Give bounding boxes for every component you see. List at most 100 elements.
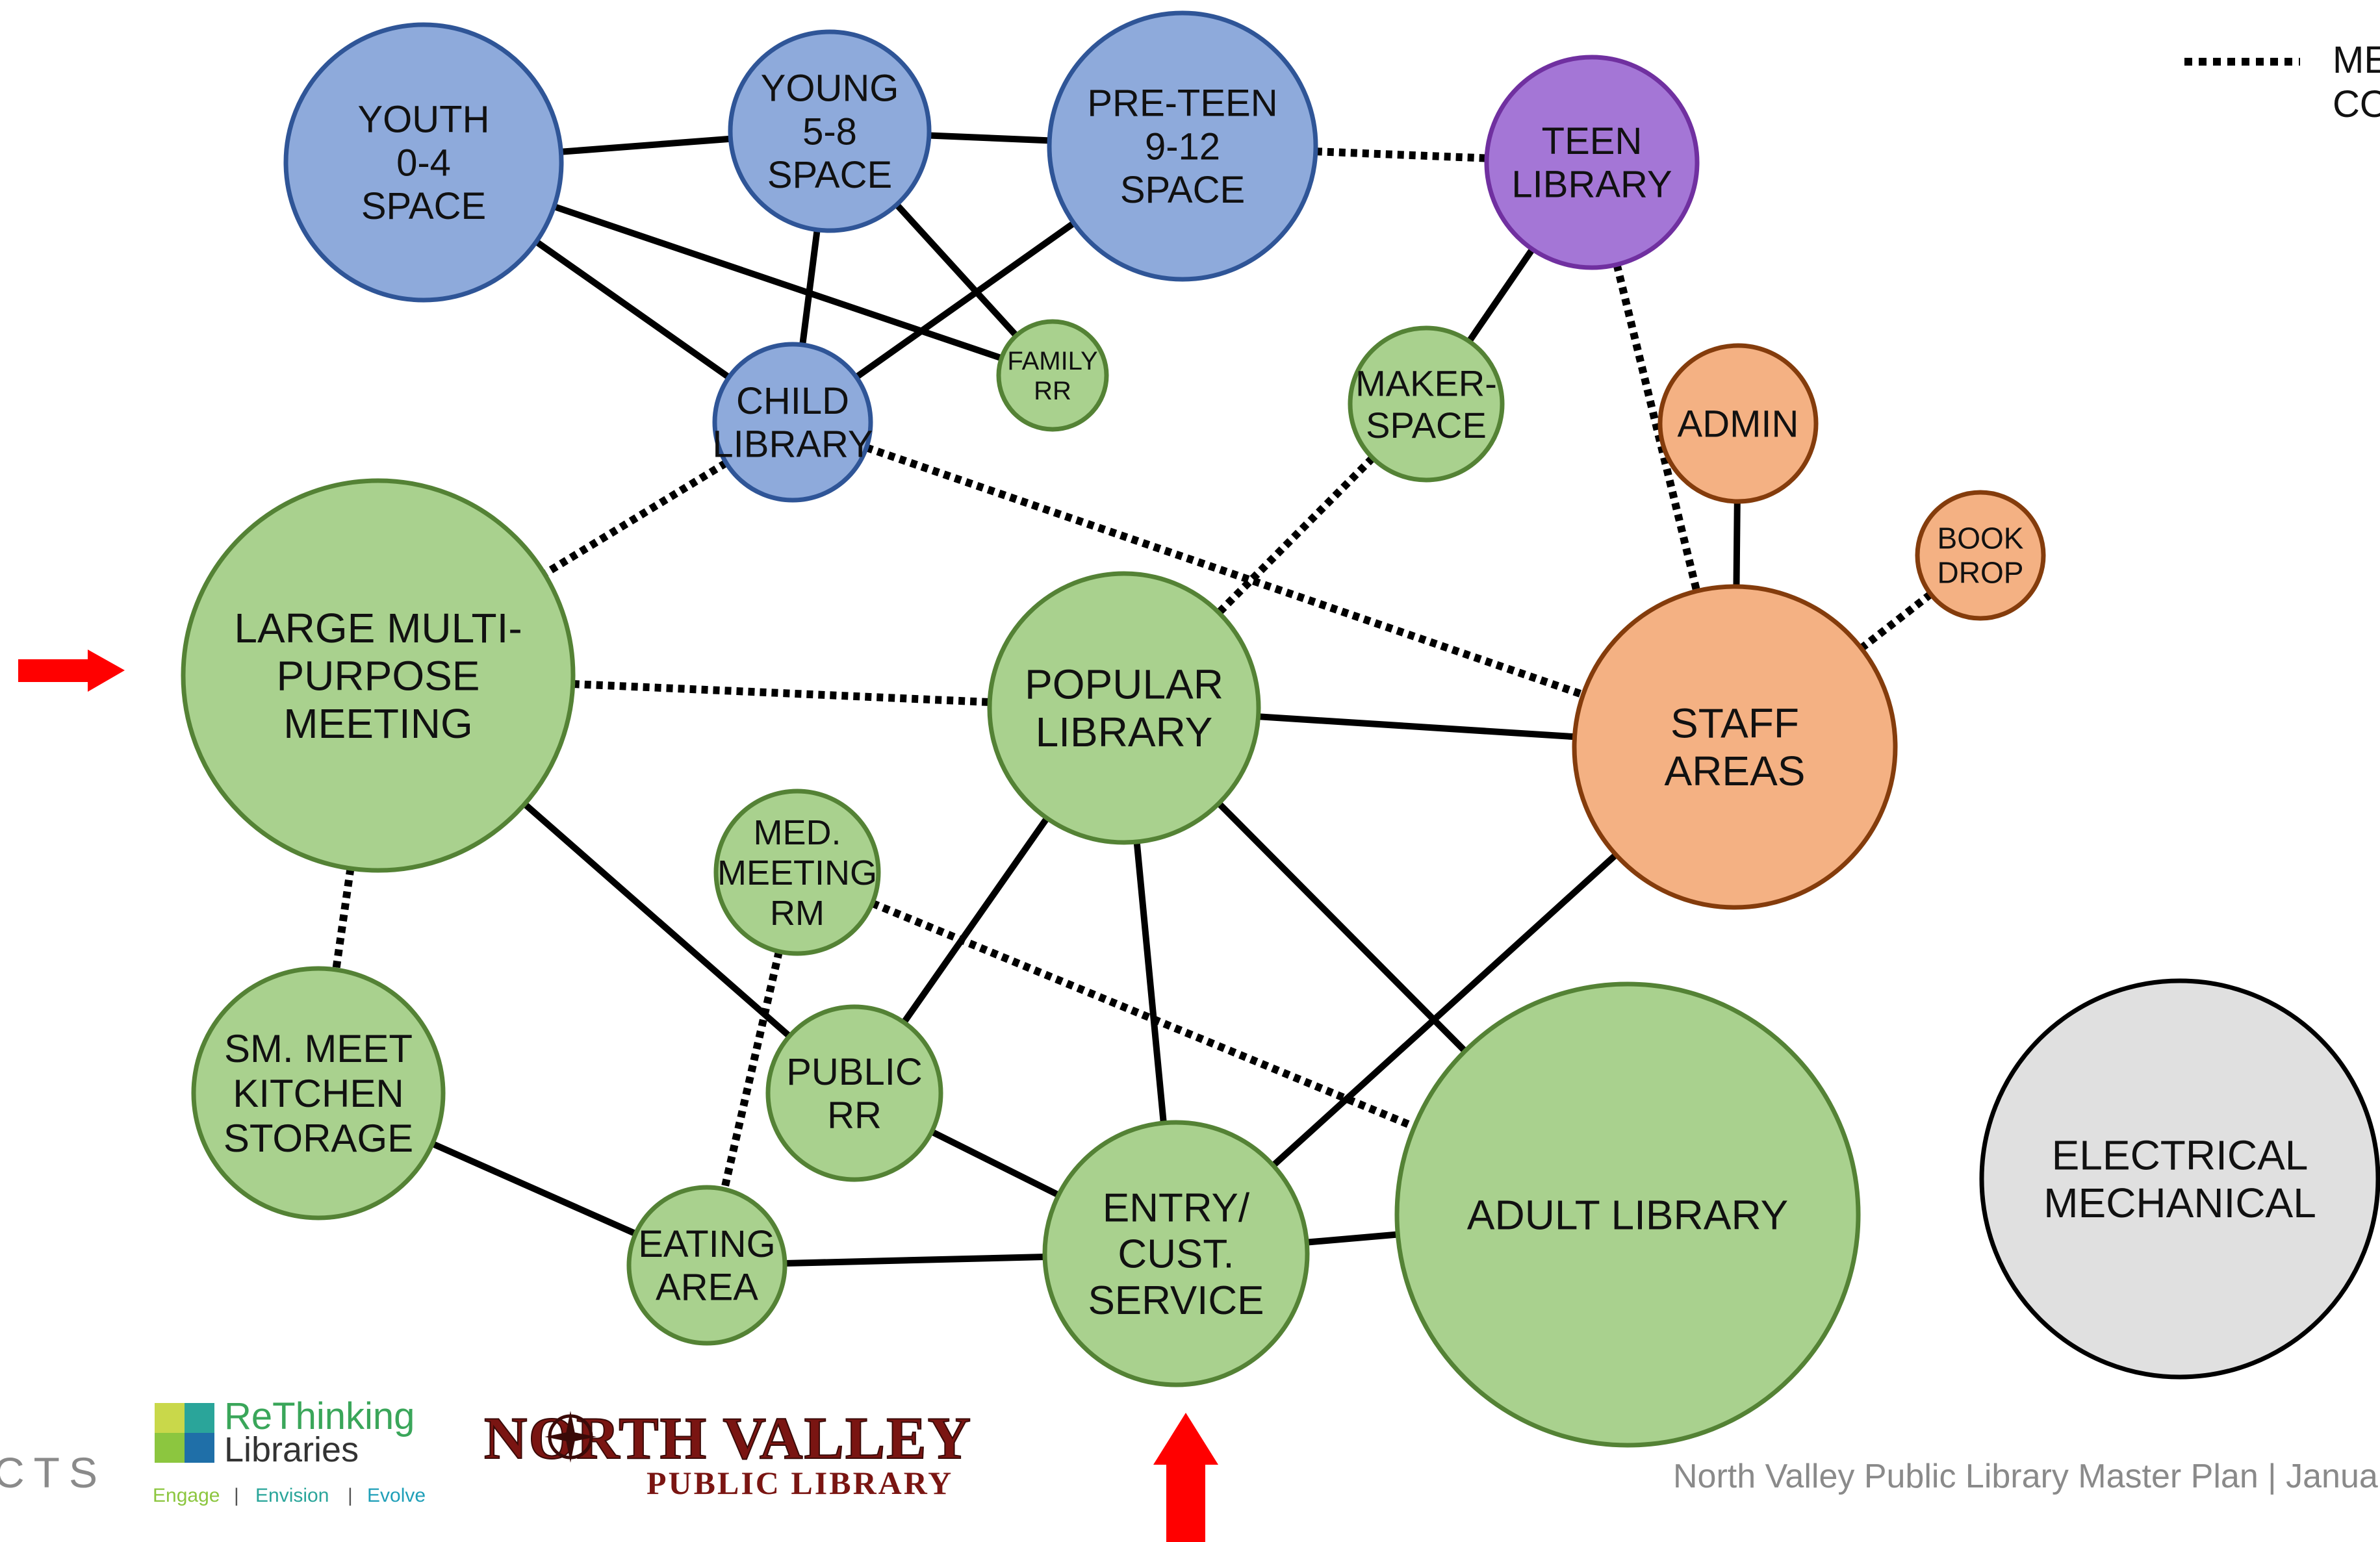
node-label-large-line3: MEETING <box>283 700 473 747</box>
node-label-eating-line2: AREA <box>656 1267 758 1309</box>
node-label-entry-line3: SERVICE <box>1088 1278 1264 1323</box>
node-circle-popular <box>987 571 1261 845</box>
node-label-adult-line1: ADULT LIBRARY <box>1467 1191 1788 1238</box>
nodes-layer: YOUTH0-4SPACEYOUNG5-8SPACEPRE-TEEN9-12SP… <box>181 10 2380 1448</box>
compass-rose-icon <box>544 1411 596 1463</box>
node-circle-entry <box>1042 1120 1310 1387</box>
node-label-preteen-line1: PRE-TEEN <box>1087 82 1277 125</box>
edge-young-familyrr <box>894 202 1019 338</box>
node-circle-publicrr <box>765 1004 943 1182</box>
edge-popular-adult <box>1216 801 1468 1054</box>
edge-eating-entry <box>784 1254 1045 1267</box>
node-adult: ADULT LIBRARY <box>1394 981 1861 1448</box>
plan-title: North Valley Public Library Master Plan … <box>1673 1458 2378 1495</box>
edge-youth-child <box>534 238 731 380</box>
node-circle-staff <box>1572 584 1898 910</box>
edge-youth-familyrr <box>553 203 1003 362</box>
node-label-bookdrop-line2: DROP <box>1938 556 2024 590</box>
node-label-young-line2: 5-8 <box>802 110 857 153</box>
edge-maker-popular <box>1216 455 1376 616</box>
node-label-eating-line1: EATING <box>638 1223 776 1265</box>
arrow-bottom-shaft <box>1166 1461 1205 1542</box>
edge-young-child <box>799 229 821 346</box>
node-label-maker-line2: SPACE <box>1366 405 1487 446</box>
edge-teen-staff <box>1613 263 1701 592</box>
entrance-arrow-bottom <box>1153 1413 1218 1542</box>
node-label-large-line1: LARGE MULTI- <box>234 605 522 651</box>
arrow-left-shaft <box>18 659 90 682</box>
edge-medmeeting-eating <box>721 950 783 1191</box>
edge-large-publicrr <box>522 802 792 1039</box>
north-valley-subtitle: PUBLIC LIBRARY <box>646 1465 953 1501</box>
arrow-left-head <box>88 650 125 692</box>
tag-engage: Engage <box>153 1485 220 1506</box>
footer-left-fragment: CTS <box>0 1448 107 1497</box>
logo-square-yellow <box>155 1403 185 1433</box>
node-circle-admin <box>1657 343 1819 504</box>
node-circle-electrical <box>1979 978 2380 1380</box>
node-circle-familyrr <box>996 319 1109 432</box>
edge-smmeet-eating <box>431 1141 637 1237</box>
node-label-preteen-line3: SPACE <box>1120 169 1245 211</box>
edge-youth-young <box>560 135 731 155</box>
rethinking-word: ReThinking <box>224 1395 415 1437</box>
node-label-young-line1: YOUNG <box>761 68 899 110</box>
arrow-bottom-head <box>1153 1413 1218 1465</box>
node-label-youth-line1: YOUTH <box>358 99 490 141</box>
edge-child-large <box>542 459 728 577</box>
node-label-preteen-line2: 9-12 <box>1145 125 1220 168</box>
edge-preteen-teen <box>1315 147 1487 162</box>
node-circle-child <box>712 342 873 503</box>
node-label-child-line2: LIBRARY <box>712 423 873 466</box>
node-label-familyrr-line2: RR <box>1034 377 1071 405</box>
edge-popular-staff <box>1258 713 1575 740</box>
edge-admin-staff <box>1733 501 1741 587</box>
node-circle-teen <box>1484 55 1700 270</box>
node-label-popular-line2: LIBRARY <box>1036 709 1213 755</box>
logo-square-green <box>155 1433 185 1463</box>
edge-bookdrop-staff <box>1859 590 1934 651</box>
node-circle-youth <box>283 22 564 303</box>
node-label-publicrr-line1: PUBLIC <box>786 1051 923 1093</box>
entrance-arrow-left <box>18 650 125 692</box>
node-circle-smmeet <box>191 966 446 1220</box>
footer: CTS ReThinking Libraries Engage | Envisi… <box>0 1395 2378 1506</box>
legend: ME CO <box>2184 39 2380 125</box>
logo-square-teal <box>185 1403 214 1433</box>
node-circle-adult <box>1394 981 1861 1448</box>
node-label-medmeeting-line2: MEETING <box>717 853 877 892</box>
node-label-young-line3: SPACE <box>767 154 892 196</box>
edge-large-popular <box>572 680 990 706</box>
rethinking-libraries-logo: ReThinking Libraries Engage | Envision |… <box>153 1395 426 1506</box>
node-label-teen-line1: TEEN <box>1542 120 1643 162</box>
node-label-entry-line1: ENTRY/ <box>1103 1185 1250 1230</box>
logo-square-blue <box>185 1433 214 1463</box>
node-label-youth-line3: SPACE <box>361 185 486 227</box>
edge-child-staff <box>865 444 1585 699</box>
node-entry: ENTRY/CUST.SERVICE <box>1042 1120 1310 1387</box>
node-admin: ADMIN <box>1657 343 1819 504</box>
legend-label-line2: CO <box>2333 83 2380 125</box>
node-circle-bookdrop <box>1915 490 2046 621</box>
node-label-staff-line1: STAFF <box>1670 700 1799 747</box>
node-label-admin-line1: ADMIN <box>1678 403 1799 445</box>
tag-sep-1: | <box>234 1485 239 1506</box>
node-label-large-line2: PURPOSE <box>277 652 480 699</box>
node-label-electrical-line2: MECHANICAL <box>2043 1180 2316 1226</box>
node-circle-medmeeting <box>713 789 881 956</box>
legend-label-line1: ME <box>2333 39 2380 81</box>
tag-envision: Envision <box>255 1485 329 1506</box>
node-label-electrical-line1: ELECTRICAL <box>2052 1132 2309 1179</box>
node-label-entry-line2: CUST. <box>1118 1232 1234 1277</box>
node-label-smmeet-line2: KITCHEN <box>233 1072 403 1115</box>
